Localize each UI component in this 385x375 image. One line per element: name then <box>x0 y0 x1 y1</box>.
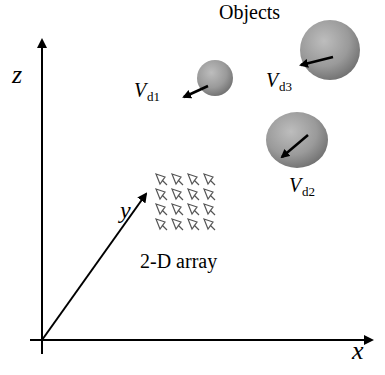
antenna-element <box>172 219 183 230</box>
velocity-subscript: d2 <box>302 185 315 198</box>
antenna-element <box>204 189 215 200</box>
antenna-element <box>204 204 215 215</box>
z-axis <box>41 40 43 354</box>
antenna-element <box>156 189 167 200</box>
antenna-element <box>156 204 167 215</box>
antenna-element <box>204 174 215 185</box>
velocity-label: V <box>266 70 278 90</box>
antenna-element <box>204 219 215 230</box>
antenna-element <box>172 174 183 185</box>
antenna-element <box>188 189 199 200</box>
antenna-element <box>172 189 183 200</box>
antenna-element <box>172 204 183 215</box>
antenna-element <box>188 204 199 215</box>
object-sphere <box>266 112 328 168</box>
antenna-element <box>156 219 167 230</box>
y-axis <box>42 194 146 340</box>
velocity-label: V <box>289 175 301 195</box>
antenna-array <box>156 174 215 230</box>
title: Objects <box>219 2 280 22</box>
velocity-arrow <box>282 135 308 157</box>
axis-label: x <box>352 338 364 364</box>
antenna-element <box>156 174 167 185</box>
x-axis <box>30 339 372 341</box>
velocity-label: V <box>134 80 146 100</box>
antenna-element <box>188 219 199 230</box>
object-sphere <box>300 20 360 80</box>
array-label: 2-D array <box>140 251 217 271</box>
axis-label: y <box>120 198 131 222</box>
velocity-arrow <box>301 57 333 65</box>
axis-label: z <box>12 62 22 88</box>
object-sphere <box>197 60 233 96</box>
velocity-arrow <box>184 86 208 97</box>
velocity-subscript: d1 <box>147 90 160 103</box>
velocity-subscript: d3 <box>279 80 292 93</box>
antenna-element <box>188 174 199 185</box>
